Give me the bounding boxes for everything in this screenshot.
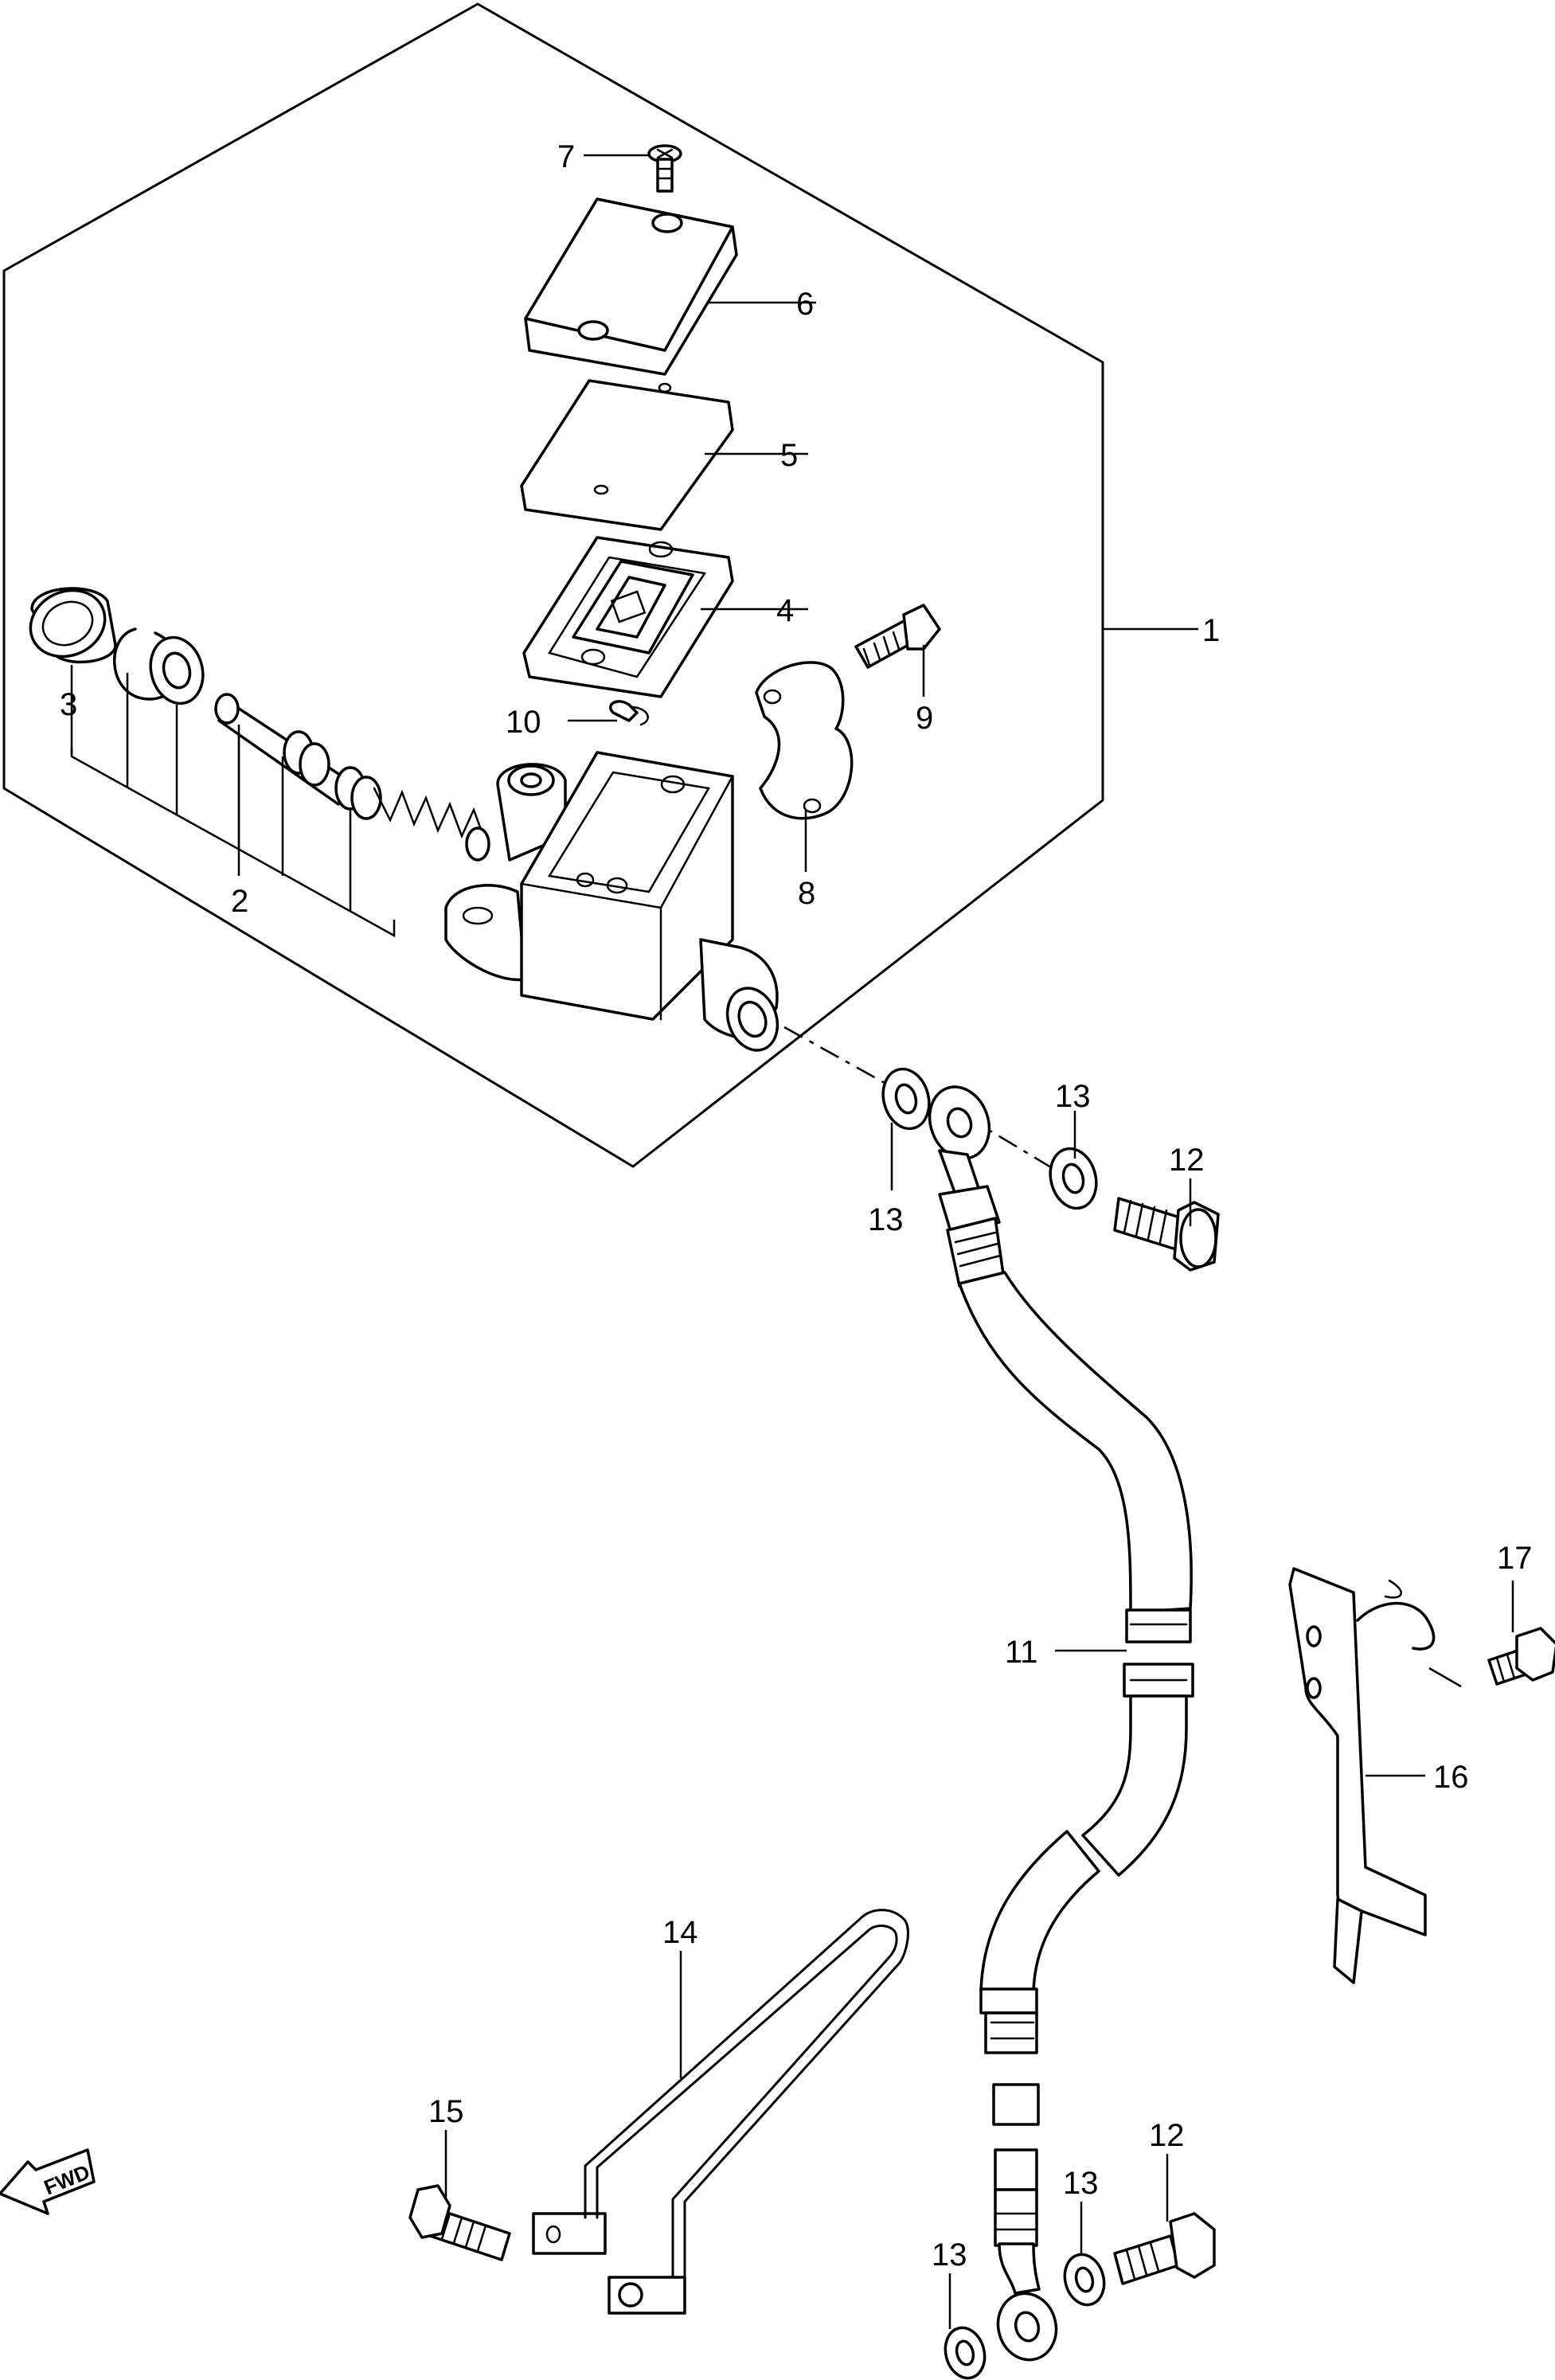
callout-10: 10 (506, 705, 541, 740)
callout-17: 17 (1497, 1541, 1533, 1576)
callout-labels: 7 6 5 4 1 9 10 3 8 2 13 12 13 17 11 16 1… (60, 139, 1533, 2273)
part-bolt-9 (854, 604, 941, 669)
part-plate-5 (520, 379, 734, 531)
callout-13-d: 13 (932, 2237, 967, 2273)
part-reservoir-cap-6 (524, 197, 738, 376)
callout-14: 14 (662, 1915, 698, 1950)
callout-11: 11 (1005, 1635, 1038, 1670)
part-bracket-16 (1288, 1567, 1436, 1984)
callout-13-c: 13 (1063, 2166, 1099, 2201)
part-brake-hose-11 (928, 1085, 1194, 2362)
part-washer-13-lower (944, 2253, 1106, 2380)
leader-lines (237, 154, 1514, 2329)
part-clip-10 (609, 700, 649, 726)
part-diaphragm-4 (522, 536, 734, 698)
part-washer-13-upper (881, 1067, 1098, 1210)
callout-9: 9 (916, 701, 933, 736)
part-bolt-17 (1487, 1627, 1555, 1686)
callout-6: 6 (796, 287, 814, 322)
part-clamp-8 (755, 661, 854, 820)
callout-13-b: 13 (868, 1202, 904, 1237)
part-piston-2 (214, 693, 490, 862)
part-screw-7 (647, 144, 682, 193)
callout-5: 5 (780, 438, 798, 473)
callout-4: 4 (776, 593, 794, 628)
callout-12-b: 12 (1149, 2118, 1185, 2153)
part-union-bolt-12-lower (1113, 2212, 1216, 2285)
part-master-cylinder-body (444, 751, 779, 1052)
callout-7: 7 (557, 139, 575, 174)
fwd-arrow: FWD (0, 2148, 96, 2215)
callout-13-a: 13 (1055, 1079, 1091, 1114)
callout-1: 1 (1202, 613, 1220, 648)
callout-3: 3 (60, 687, 77, 722)
callout-12-a: 12 (1169, 1143, 1205, 1178)
callout-2: 2 (231, 884, 248, 919)
part-union-bolt-12-upper (1113, 1197, 1220, 1272)
callout-15: 15 (428, 2094, 464, 2129)
callout-8: 8 (798, 876, 815, 911)
callout-16: 16 (1433, 1760, 1469, 1795)
assembly-outline (2, 2, 1104, 1168)
part-guide-14 (532, 1909, 909, 2315)
part-bolt-15 (408, 2184, 511, 2261)
part-boot-3 (29, 587, 205, 705)
